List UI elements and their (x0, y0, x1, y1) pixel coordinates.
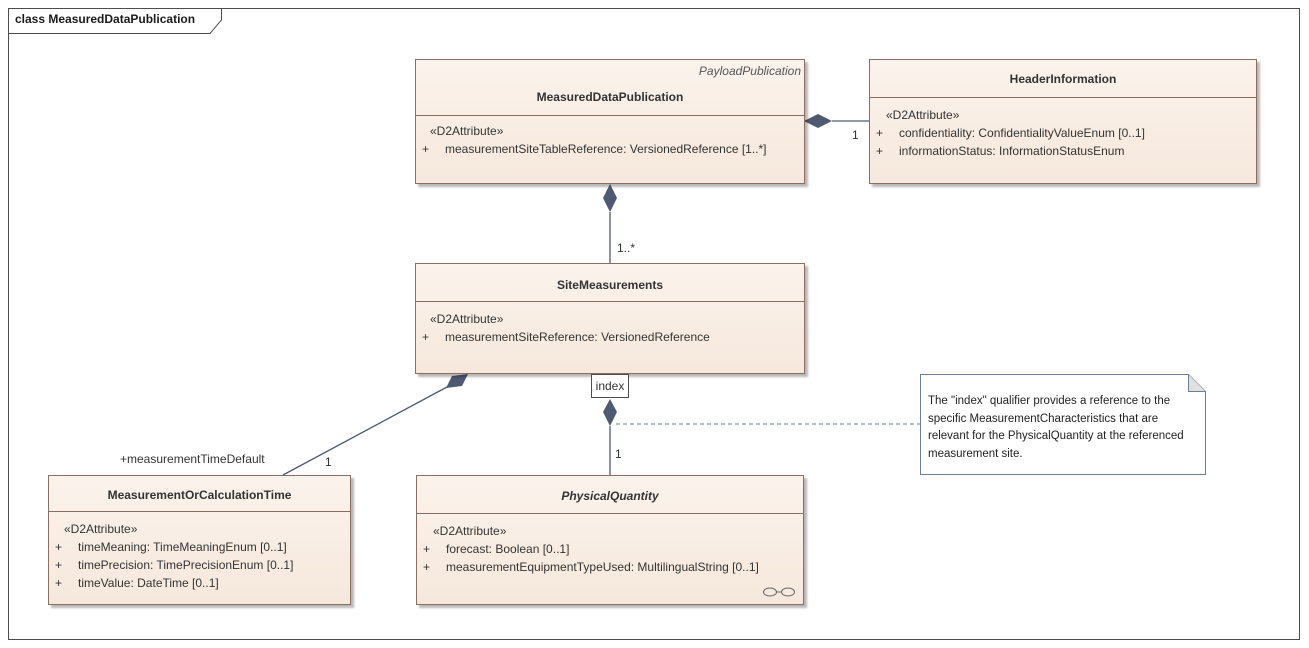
visibility-marker: + (422, 330, 430, 344)
frame-tab-shape (8, 8, 222, 34)
visibility-marker: + (55, 576, 63, 590)
attribute-text: timeMeaning: TimeMeaningEnum [0..1] (78, 540, 287, 554)
visibility-marker: + (422, 142, 430, 156)
multiplicity-header: 1 (852, 128, 859, 142)
attribute-text: measurementSiteReference: VersionedRefer… (445, 330, 710, 344)
visibility-marker: + (55, 558, 63, 572)
stereotype-label: «D2Attribute» (64, 522, 138, 536)
stereotype-label: «D2Attribute» (430, 124, 504, 138)
composition-diamond-header (804, 114, 832, 128)
class-name: SiteMeasurements (556, 278, 664, 292)
visibility-marker: + (423, 542, 431, 556)
parent-class-label: PayloadPublication (698, 64, 801, 78)
diagram-frame (8, 8, 1300, 640)
attribute-text: informationStatus: InformationStatusEnum (899, 144, 1125, 158)
visibility-marker: + (876, 144, 884, 158)
attribute-compartment: «D2Attribute» + forecast: Boolean [0..1]… (417, 514, 803, 576)
class-measured-data-publication[interactable]: PayloadPublication MeasuredDataPublicati… (415, 59, 805, 184)
class-header: MeasurementOrCalculationTime (49, 476, 350, 512)
attribute-row: + timeValue: DateTime [0..1] (49, 574, 350, 592)
class-header: PayloadPublication MeasuredDataPublicati… (416, 60, 804, 116)
stereotype-label: «D2Attribute» (430, 312, 504, 326)
note-text: The "index" qualifier provides a referen… (928, 395, 1184, 460)
role-measurement-time-default: +measurementTimeDefault (120, 452, 265, 466)
visibility-marker: + (423, 560, 431, 574)
attribute-compartment: «D2Attribute» + timeMeaning: TimeMeaning… (49, 512, 350, 592)
multiplicity-site-measurements: 1..* (617, 241, 636, 255)
multiplicity-time-default: 1 (325, 455, 332, 469)
class-measurement-or-calculation-time[interactable]: MeasurementOrCalculationTime «D2Attribut… (48, 475, 351, 605)
attribute-row: + measurementSiteReference: VersionedRef… (416, 328, 804, 346)
composition-diamond-time (446, 374, 468, 388)
attribute-row: + measurementEquipmentTypeUsed: Multilin… (417, 558, 803, 576)
attribute-text: timeValue: DateTime [0..1] (78, 576, 219, 590)
class-header: HeaderInformation (870, 60, 1256, 98)
attribute-row: + informationStatus: InformationStatusEn… (870, 142, 1256, 160)
class-name: PhysicalQuantity (561, 489, 659, 503)
connector-sitemeasurements-time (282, 386, 448, 476)
qualifier-index[interactable]: index (591, 374, 629, 398)
class-header: PhysicalQuantity (417, 476, 803, 514)
attribute-row: + forecast: Boolean [0..1] (417, 540, 803, 558)
association-link-icon (763, 587, 795, 597)
attribute-row: + confidentiality: ConfidentialityValueE… (870, 124, 1256, 142)
frame-title: class MeasuredDataPublication (15, 12, 196, 26)
composition-diamond-physicalquantity (603, 399, 617, 426)
class-site-measurements[interactable]: SiteMeasurements «D2Attribute» + measure… (415, 263, 805, 374)
attribute-text: forecast: Boolean [0..1] (446, 542, 570, 556)
attribute-text: timePrecision: TimePrecisionEnum [0..1] (78, 558, 294, 572)
class-physical-quantity[interactable]: PhysicalQuantity «D2Attribute» + forecas… (416, 475, 804, 605)
attribute-text: measurementSiteTableReference: Versioned… (445, 142, 767, 156)
attribute-text: measurementEquipmentTypeUsed: Multilingu… (446, 560, 759, 574)
attribute-compartment: «D2Attribute» + confidentiality: Confide… (870, 98, 1256, 160)
multiplicity-physical-quantity: 1 (615, 447, 622, 461)
class-name: MeasurementOrCalculationTime (107, 488, 292, 502)
stereotype-label: «D2Attribute» (433, 524, 507, 538)
composition-diamond-sitemeasurements (603, 184, 617, 212)
class-name: MeasuredDataPublication (536, 90, 684, 104)
stereotype-label: «D2Attribute» (886, 108, 960, 122)
attribute-row: + measurementSiteTableReference: Version… (416, 140, 804, 158)
attribute-compartment: «D2Attribute» + measurementSiteReference… (416, 302, 804, 346)
attribute-row: + timeMeaning: TimeMeaningEnum [0..1] (49, 538, 350, 556)
class-name: HeaderInformation (1009, 72, 1117, 86)
note-index-qualifier[interactable]: The "index" qualifier provides a referen… (920, 374, 1206, 475)
attribute-text: confidentiality: ConfidentialityValueEnu… (899, 126, 1145, 140)
class-header-information[interactable]: HeaderInformation «D2Attribute» + confid… (869, 59, 1257, 184)
attribute-row: + timePrecision: TimePrecisionEnum [0..1… (49, 556, 350, 574)
note-shape (920, 374, 1206, 475)
visibility-marker: + (876, 126, 884, 140)
attribute-compartment: «D2Attribute» + measurementSiteTableRefe… (416, 116, 804, 158)
class-header: SiteMeasurements (416, 264, 804, 302)
visibility-marker: + (55, 540, 63, 554)
